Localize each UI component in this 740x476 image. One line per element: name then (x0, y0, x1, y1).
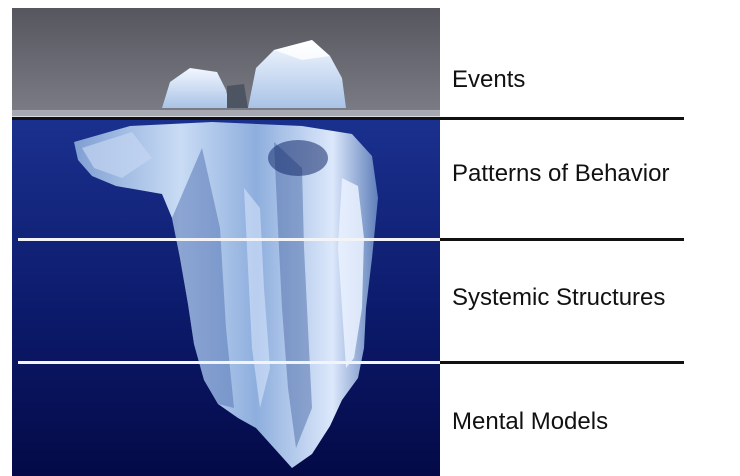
divider-events (12, 117, 684, 120)
level-label-events: Events (452, 66, 526, 93)
divider-patterns-overlay (18, 238, 440, 241)
iceberg-tip (162, 40, 346, 108)
iceberg-underwater (74, 122, 378, 468)
level-label-mental-models: Mental Models (452, 408, 609, 435)
water-surface (12, 110, 440, 118)
iceberg-photo (12, 8, 440, 476)
level-label-patterns: Patterns of Behavior (452, 160, 670, 187)
divider-structures-overlay (18, 361, 440, 364)
level-label-structures: Systemic Structures (452, 284, 666, 311)
